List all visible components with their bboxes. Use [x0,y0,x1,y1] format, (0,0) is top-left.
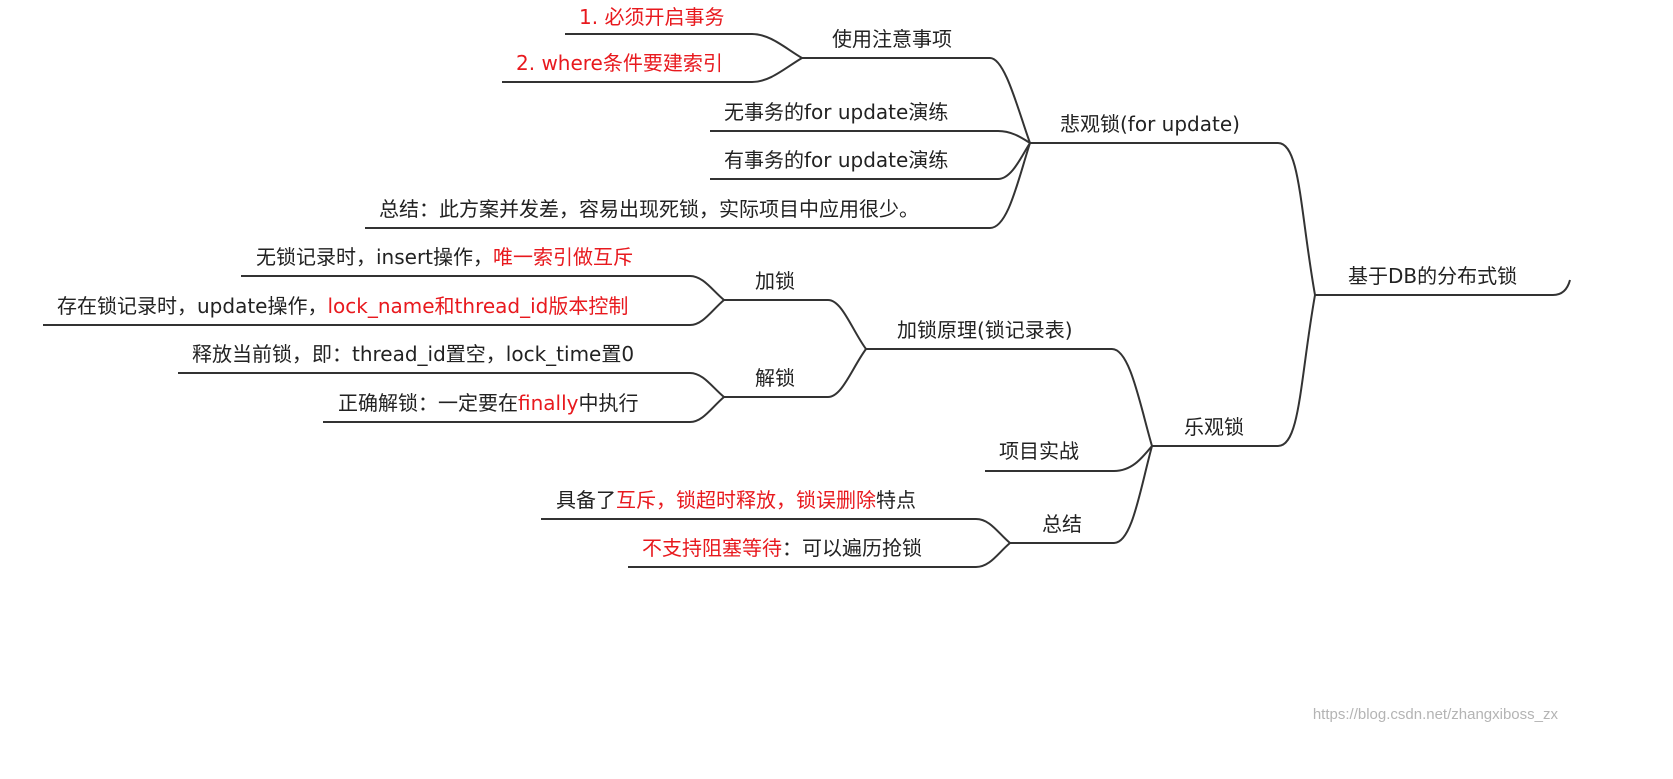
edge-pess-summary [365,142,1031,229]
edge-opt-practice [985,445,1153,472]
watermark-url: https://blog.csdn.net/zhangxiboss_zx [1313,706,1559,723]
edge-opt-summary [1010,445,1153,544]
edge-pess-tx [710,142,1031,180]
connectors [43,33,1571,568]
unlock-item-correct: 正确解锁：一定要在finally中执行 [338,391,638,415]
edge-opt-principle [866,348,1153,447]
edge-pess-usage [802,57,1031,144]
edge-lock-2 [43,299,725,326]
summary-item-blocking: 不支持阻塞等待：可以遍历抢锁 [642,536,922,560]
edge-unlock-2 [323,396,725,423]
edge-optsum-2 [628,542,1011,568]
tx-demo-label: 有事务的for update演练 [724,148,948,172]
lock-principle-label: 加锁原理(锁记录表) [897,318,1073,342]
summary-item-features-suffix: 特点 [876,488,916,512]
unlock-item-correct-highlight: finally [518,391,579,415]
edge-usage-1 [565,33,803,59]
unlock-item-correct-suffix: 中执行 [578,391,638,415]
usage-notes-label: 使用注意事项 [832,27,952,51]
no-tx-demo-label: 无事务的for update演练 [724,100,948,124]
lock-item-has-record-highlight: lock_name和thread_id版本控制 [327,294,628,318]
edge-unlock-1 [178,372,725,398]
summary-item-blocking-highlight: 不支持阻塞等待 [642,536,782,560]
nodes: 基于DB的分布式锁 悲观锁(for update) 使用注意事项 1. 必须开启… [57,5,1517,560]
edge-usage-2 [502,57,803,83]
summary-item-features-highlight: 互斥，锁超时释放，锁误删除 [616,488,876,512]
summary-item-features: 具备了互斥，锁超时释放，锁误删除特点 [556,488,916,512]
pessimistic-summary-label: 总结：此方案并发差，容易出现死锁，实际项目中应用很少。 [379,197,919,221]
edge-principle-lock [724,299,867,350]
usage-item-2: 2. where条件要建索引 [516,51,723,75]
edge-pess-no-tx [710,130,1031,144]
unlock-item-correct-prefix: 正确解锁：一定要在 [338,391,518,415]
summary-item-features-prefix: 具备了 [556,488,616,512]
lock-item-no-record-highlight: 唯一索引做互斥 [493,245,633,269]
lock-item-no-record: 无锁记录时，insert操作，唯一索引做互斥 [256,245,633,269]
edge-root-pessimistic [1030,142,1316,296]
lock-item-no-record-prefix: 无锁记录时，insert操作， [256,245,493,269]
summary-item-blocking-suffix: ：可以遍历抢锁 [782,536,922,560]
root-node-label: 基于DB的分布式锁 [1348,264,1517,288]
optimistic-lock-label: 乐观锁 [1184,415,1244,439]
edge-root [1315,279,1571,296]
pessimistic-lock-label: 悲观锁(for update) [1060,112,1240,136]
edge-root-optimistic [1152,294,1316,447]
project-practice-label: 项目实战 [999,439,1079,463]
edge-principle-unlock [724,348,867,398]
unlock-label: 解锁 [755,366,795,390]
lock-item-has-record: 存在锁记录时，update操作，lock_name和thread_id版本控制 [57,294,628,318]
unlock-item-release: 释放当前锁，即：thread_id置空，lock_time置0 [192,342,634,366]
optimistic-summary-label: 总结 [1042,512,1082,536]
edge-optsum-1 [541,518,1011,544]
usage-item-1: 1. 必须开启事务 [579,5,724,29]
lock-label: 加锁 [755,269,795,293]
lock-item-has-record-prefix: 存在锁记录时，update操作， [57,294,327,318]
edge-lock-1 [241,275,725,301]
